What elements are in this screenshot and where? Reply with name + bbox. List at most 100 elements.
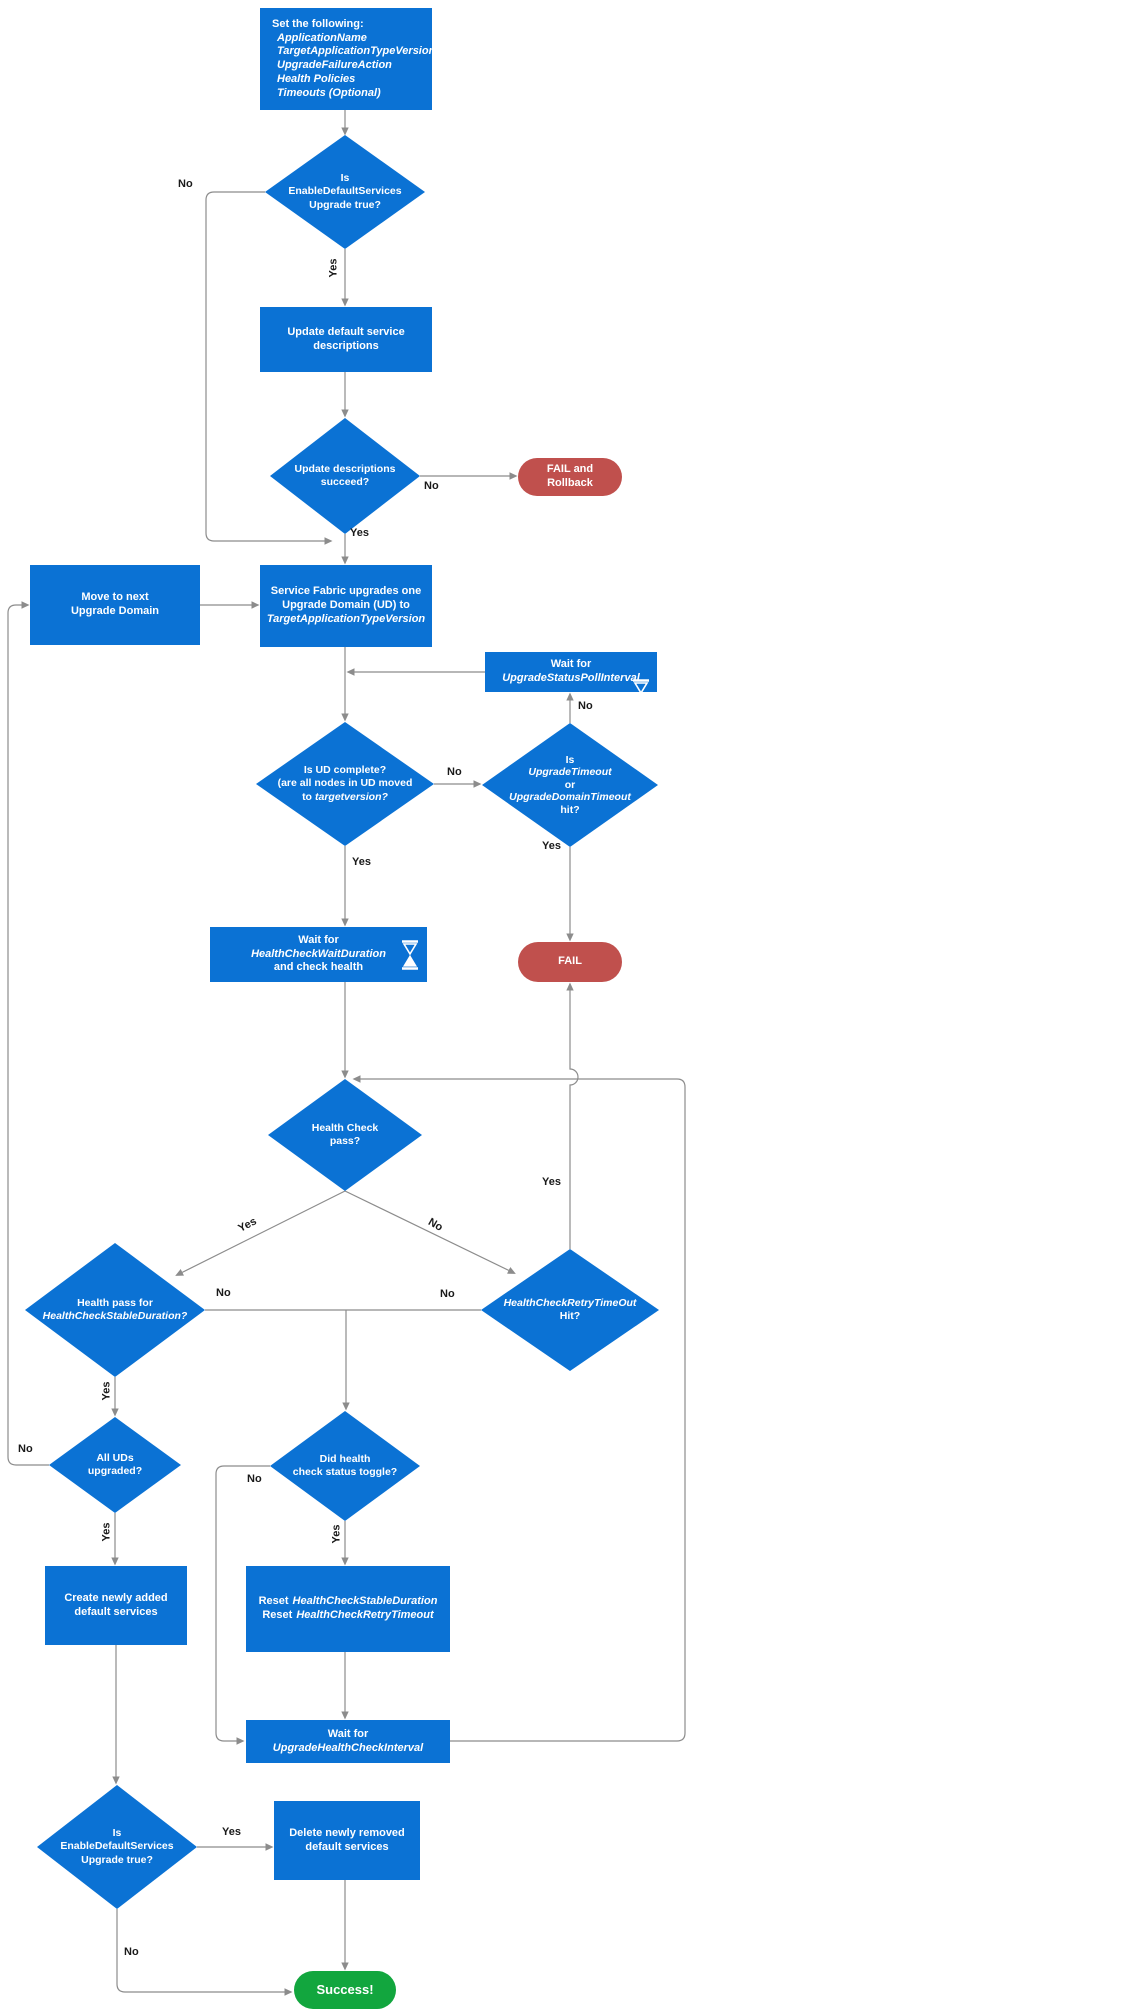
decision-line: Is UD complete? — [303, 764, 387, 777]
connector-healthcheck-yes-diag — [175, 1190, 346, 1276]
fail-rollback-terminator: FAIL and Rollback — [518, 458, 622, 496]
box-line: Update default service — [287, 325, 405, 338]
box-line: UpgradeHealthCheckInterval — [272, 1741, 424, 1754]
decision-line: HealthCheckRetryTimeOut — [503, 1296, 637, 1309]
decision-line: Did health — [319, 1452, 371, 1465]
terminator-line: Rollback — [547, 477, 593, 489]
edge-label-yes: Yes — [330, 1524, 343, 1544]
hourglass-icon — [633, 679, 649, 692]
service-fabric-upgrades-ud-box: Service Fabric upgrades one Upgrade Doma… — [260, 565, 432, 647]
create-default-services-box: Create newly added default services — [45, 1566, 187, 1645]
box-line-part: HealthCheckRetryTimeout — [296, 1609, 434, 1621]
box-line: Wait for — [550, 658, 592, 671]
box-line: Move to next — [81, 591, 149, 604]
edge-label-no: No — [247, 1473, 262, 1485]
edge-label-no: No — [216, 1287, 231, 1299]
decision-line: Upgrade true? — [309, 198, 381, 211]
connector-retry-yes-fail — [566, 982, 579, 1249]
box-line: TargetApplicationTypeVersion — [266, 612, 426, 625]
param-timeouts: Timeouts (Optional) — [277, 86, 381, 99]
box-line: Delete newly removed — [289, 1826, 405, 1839]
decision-line: Is — [112, 1827, 122, 1840]
connector-enable2-no-success — [116, 1909, 293, 1996]
fail-terminator: FAIL — [518, 942, 622, 982]
decision-line: Update descriptions — [294, 462, 396, 475]
connector-enable-default-no — [205, 191, 333, 545]
edge-label-yes: Yes — [542, 840, 561, 852]
success-terminator: Success! — [294, 1971, 396, 2009]
decision-line: All UDs — [96, 1451, 134, 1464]
edge-label-yes: Yes — [350, 527, 369, 539]
decision-line: upgraded? — [87, 1465, 143, 1477]
hourglass-icon — [402, 940, 418, 970]
terminator-line: Success! — [316, 1981, 374, 1997]
decision-line: hit? — [560, 803, 580, 816]
wait-health-check-wait-duration-box: Wait for HealthCheckWaitDuration and che… — [210, 927, 427, 982]
update-default-service-descriptions-box: Update default service descriptions — [260, 307, 432, 372]
set-parameters-heading: Set the following: — [272, 17, 364, 30]
decision-line: UpgradeDomainTimeout — [509, 791, 631, 804]
decision-line: Hit? — [559, 1310, 581, 1322]
edge-label-yes: Yes — [100, 1522, 113, 1542]
edge-label-no: No — [424, 480, 439, 492]
connector-toggle-no — [215, 1465, 270, 1745]
connector-alluds-no-loop — [7, 601, 49, 1466]
decision-line: to targetversion? — [302, 791, 388, 804]
delete-removed-services-box: Delete newly removed default services — [274, 1801, 420, 1880]
edge-label-no: No — [18, 1443, 33, 1455]
decision-line: EnableDefaultServices — [288, 185, 402, 198]
box-line-part: Reset — [258, 1595, 289, 1608]
decision-line: EnableDefaultServices — [60, 1840, 174, 1853]
decision-line-part: targetversion? — [314, 790, 388, 803]
decision-line: or — [564, 778, 576, 791]
box-line: Wait for — [298, 933, 339, 946]
edge-label-yes: Yes — [542, 1176, 561, 1188]
box-line: UpgradeStatusPollInterval — [502, 672, 640, 684]
param-target-app-type-version: TargetApplicationTypeVersion — [277, 45, 436, 58]
connector-interval-loop — [352, 1075, 686, 1742]
box-line: default services — [305, 1840, 389, 1853]
edge-label-no: No — [124, 1946, 139, 1958]
edge-label-yes: Yes — [222, 1826, 241, 1838]
box-line: Service Fabric upgrades one — [270, 585, 422, 598]
box-line: Upgrade Domain (UD) to — [282, 599, 410, 612]
edge-label-no: No — [440, 1288, 455, 1300]
box-line: descriptions — [313, 339, 379, 352]
param-application-name: ApplicationName — [277, 31, 367, 44]
terminator-line: FAIL and — [546, 463, 594, 476]
edge-label-yes: Yes — [352, 856, 371, 868]
box-line: Create newly added — [64, 1591, 168, 1604]
connector-healthcheck-no-diag — [344, 1190, 516, 1274]
decision-line: (are all nodes in UD moved — [277, 777, 413, 790]
param-health-policies: Health Policies — [277, 72, 356, 85]
edge-label-no: No — [447, 766, 462, 778]
decision-line: succeed? — [320, 476, 370, 488]
move-next-upgrade-domain-box: Move to next Upgrade Domain — [30, 565, 200, 645]
decision-line: Is — [565, 753, 575, 766]
box-line: Wait for — [327, 1727, 369, 1740]
wait-upgrade-health-check-interval-box: Wait for UpgradeHealthCheckInterval — [246, 1720, 450, 1763]
decision-line: Health Check — [311, 1121, 379, 1134]
edge-label-yes: Yes — [327, 258, 340, 278]
set-parameters-box: Set the following: ApplicationName Targe… — [260, 8, 436, 110]
box-line: HealthCheckWaitDuration — [251, 947, 386, 960]
terminator-line: FAIL — [558, 955, 582, 968]
decision-line-part: to — [302, 790, 312, 803]
box-line: Reset HealthCheckRetryTimeout — [262, 1609, 433, 1623]
decision-line: Health pass for — [77, 1296, 153, 1309]
decision-line: UpgradeTimeout — [528, 766, 612, 779]
edge-label-no: No — [178, 178, 193, 190]
decision-line: check status toggle? — [292, 1466, 398, 1478]
decision-line: pass? — [329, 1135, 361, 1147]
box-line: Reset HealthCheckStableDuration — [259, 1595, 438, 1609]
reset-health-check-durations-box: Reset HealthCheckStableDuration Reset He… — [246, 1566, 450, 1652]
edge-label-yes: Yes — [100, 1381, 113, 1401]
box-line-part: HealthCheckStableDuration — [292, 1595, 438, 1608]
wait-upgrade-status-poll-interval-box: Wait for UpgradeStatusPollInterval — [485, 652, 657, 692]
decision-line: HealthCheckStableDuration? — [42, 1310, 188, 1322]
box-line: Upgrade Domain — [70, 605, 159, 617]
box-line: default services — [74, 1605, 158, 1618]
box-line: and check health — [273, 961, 364, 974]
